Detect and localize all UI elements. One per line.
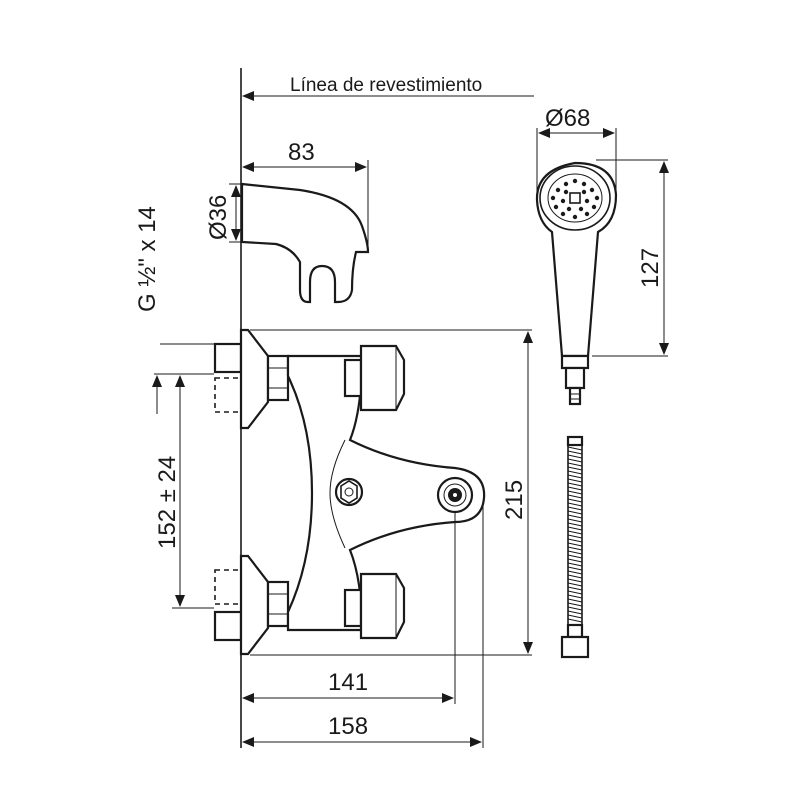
thread-callout: G ½" x 14: [134, 206, 216, 345]
shower-head-nozzles: [550, 178, 600, 220]
shower-hose: [560, 435, 590, 659]
hand-shower: [535, 161, 618, 406]
coating-line-label: Línea de revestimiento: [290, 75, 482, 96]
handset-length-label: 127: [637, 248, 664, 288]
coating-line-callout: Línea de revestimiento: [242, 75, 534, 101]
dimension-158: 158: [242, 500, 484, 748]
wall-holder: [240, 182, 370, 304]
total-height-label: 215: [501, 480, 528, 520]
dimension-diameter-36: Ø36: [205, 183, 242, 243]
dimension-141: 141: [242, 512, 456, 704]
handset-diameter-label: Ø68: [545, 105, 590, 132]
inlet-spacing-label: 152 ± 24: [154, 456, 181, 549]
mixer-body: [213, 328, 486, 656]
dimension-diameter-68: Ø68: [536, 105, 617, 198]
dimension-215: 215: [250, 329, 533, 656]
total-depth-label: 158: [328, 713, 368, 740]
dimension-127: 127: [592, 159, 669, 357]
outlet-depth-label: 141: [328, 669, 368, 696]
spout-diameter-label: Ø36: [205, 195, 232, 240]
dimension-inlet-spacing: 152 ± 24: [152, 373, 214, 609]
dimension-83: 83: [242, 139, 369, 252]
spout-length-label: 83: [288, 139, 315, 166]
thread-label: G ½" x 14: [134, 206, 161, 312]
